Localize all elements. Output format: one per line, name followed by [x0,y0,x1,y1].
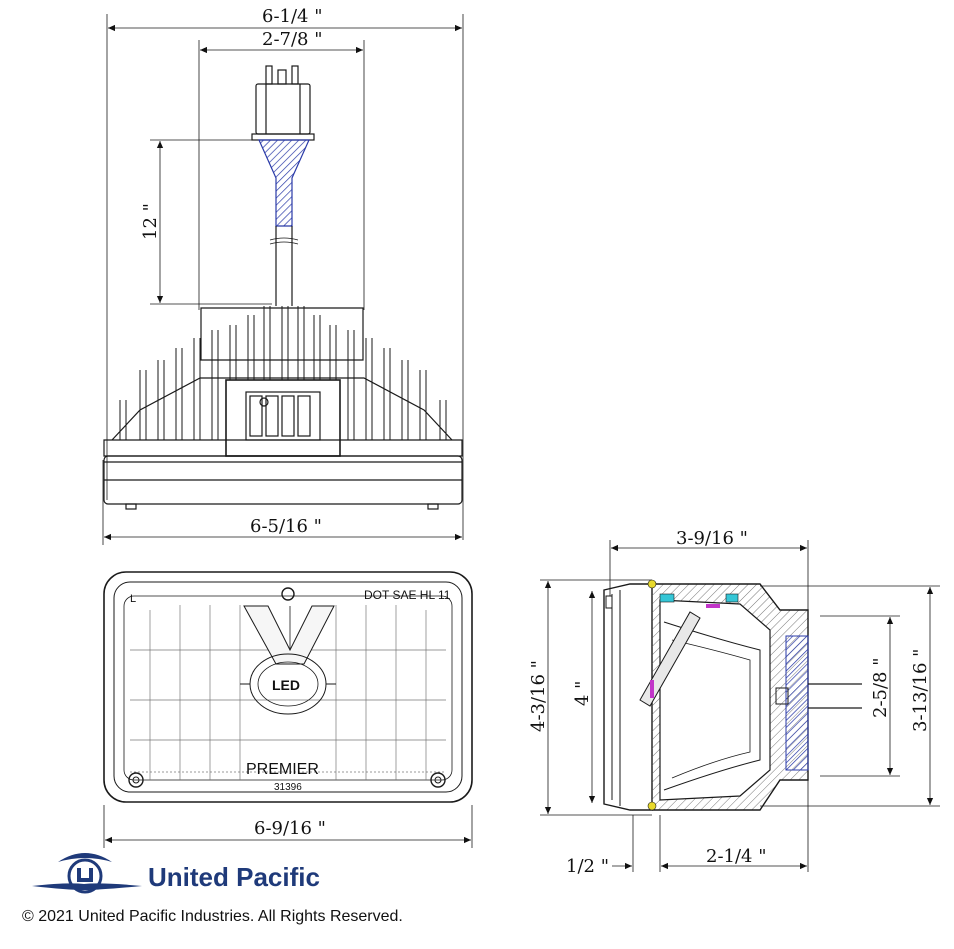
front-view [103,571,473,848]
dim-side-height-outer: 4-3/16 " [528,660,549,732]
dim-body-depth: 2-1/4 " [706,846,767,867]
united-pacific-logo [32,853,142,894]
dim-side-depth: 3-9/16 " [676,528,748,549]
lamp-led-badge: LED [272,677,300,693]
side-view [540,540,940,872]
dim-cable-length: 12 " [140,203,161,240]
lamp-brand-mark: PREMIER [246,761,319,778]
dim-base-width: 6-5/16 " [250,516,322,537]
copyright-text: © 2021 United Pacific Industries. All Ri… [22,908,403,925]
rear-view [102,14,464,545]
lamp-certification: DOT SAE HL 11 [364,588,451,602]
lamp-corner-mark: L [130,593,136,605]
dim-housing-height-large: 3-13/16 " [910,649,931,732]
dim-connector-width: 2-7/8 " [262,29,323,50]
dim-housing-height-small: 2-5/8 " [870,657,891,718]
dim-front-width: 6-9/16 " [254,818,326,839]
dim-side-height-inner: 4 " [572,681,593,706]
lamp-part-number: 31396 [274,782,302,793]
company-name: United Pacific [148,862,320,892]
dim-top-width: 6-1/4 " [262,6,323,27]
dim-bezel-depth: 1/2 " [566,856,609,877]
